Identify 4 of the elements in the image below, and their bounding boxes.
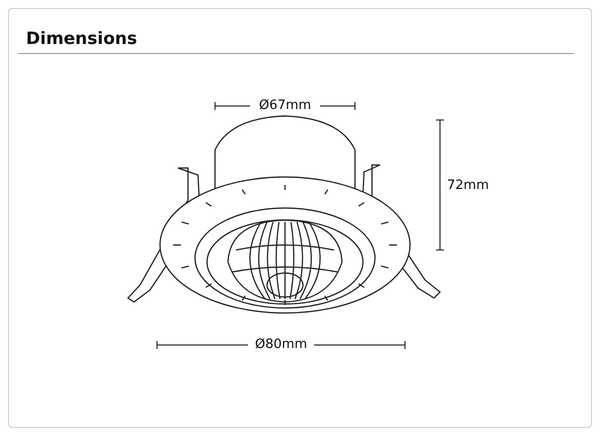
heading: Dimensions — [26, 29, 138, 49]
dimension-label: 72mm — [447, 178, 489, 194]
dimension-label: Ø67mm — [259, 98, 312, 114]
dimension-label: Ø80mm — [255, 337, 308, 353]
